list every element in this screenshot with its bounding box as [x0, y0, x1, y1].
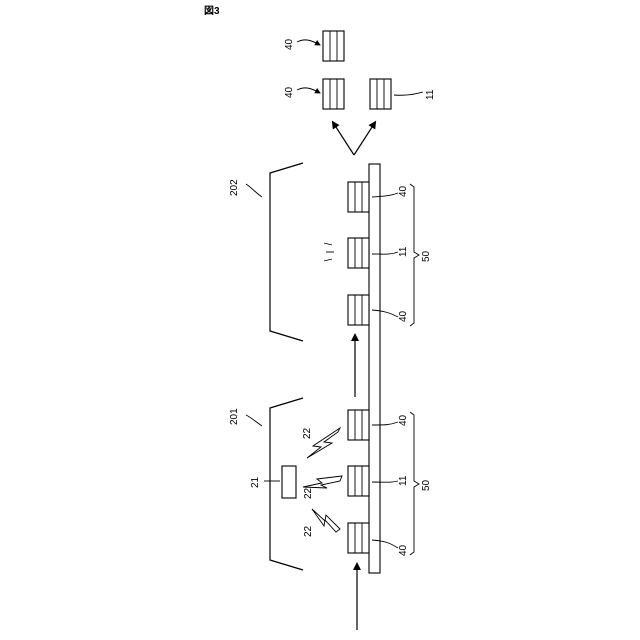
beam-22-top-label: 22: [302, 427, 313, 439]
output-part-40-bottom: [323, 79, 344, 109]
part-11-202: [348, 238, 369, 268]
part-11-201: [348, 466, 369, 496]
label-40-202-bottom: 40: [398, 310, 409, 322]
output-label-40-top: 40: [284, 38, 295, 50]
group-brace-202: [410, 184, 419, 326]
output-leader-11: [394, 92, 423, 95]
output-part-11: [370, 79, 391, 109]
beam-22-bottom: [312, 509, 340, 532]
group-brace-201: [410, 412, 419, 555]
beam-22-middle-label: 22: [303, 487, 314, 499]
emitter-21: [282, 466, 296, 498]
part-40-201-bottom: [348, 523, 369, 553]
label-11-202: 11: [398, 246, 409, 257]
part-40-202-top: [348, 182, 369, 212]
emitter-21-label: 21: [250, 476, 261, 488]
emission-marks: [324, 243, 334, 261]
output-leader-40-top: [297, 40, 320, 45]
conveyor-belt: [369, 164, 380, 573]
stage-201-label: 201: [229, 408, 240, 425]
output-label-11: 11: [425, 89, 436, 100]
output-leader-40-bottom: [297, 88, 320, 93]
group-label-202: 50: [421, 250, 432, 262]
output-arrow-left: [334, 124, 354, 155]
group-label-201: 50: [421, 479, 432, 491]
part-40-202-bottom: [348, 295, 369, 325]
stage-201-leader: [246, 415, 262, 426]
stage-202-label: 202: [229, 179, 240, 196]
output-label-40-bottom: 40: [284, 86, 295, 98]
stage-202-chamber: [270, 163, 303, 341]
figure-title: 図3: [204, 5, 220, 17]
part-40-201-top: [348, 410, 369, 440]
label-40-201-top: 40: [398, 414, 409, 426]
beam-22-bottom-label: 22: [303, 525, 314, 537]
label-11-201: 11: [398, 475, 409, 486]
output-part-40-top: [323, 31, 344, 61]
beam-22-middle: [303, 476, 342, 488]
label-40-201-bottom: 40: [398, 544, 409, 556]
stage-202-leader: [246, 184, 262, 197]
label-40-202-top: 40: [398, 185, 409, 197]
output-arrow-right: [354, 124, 374, 155]
